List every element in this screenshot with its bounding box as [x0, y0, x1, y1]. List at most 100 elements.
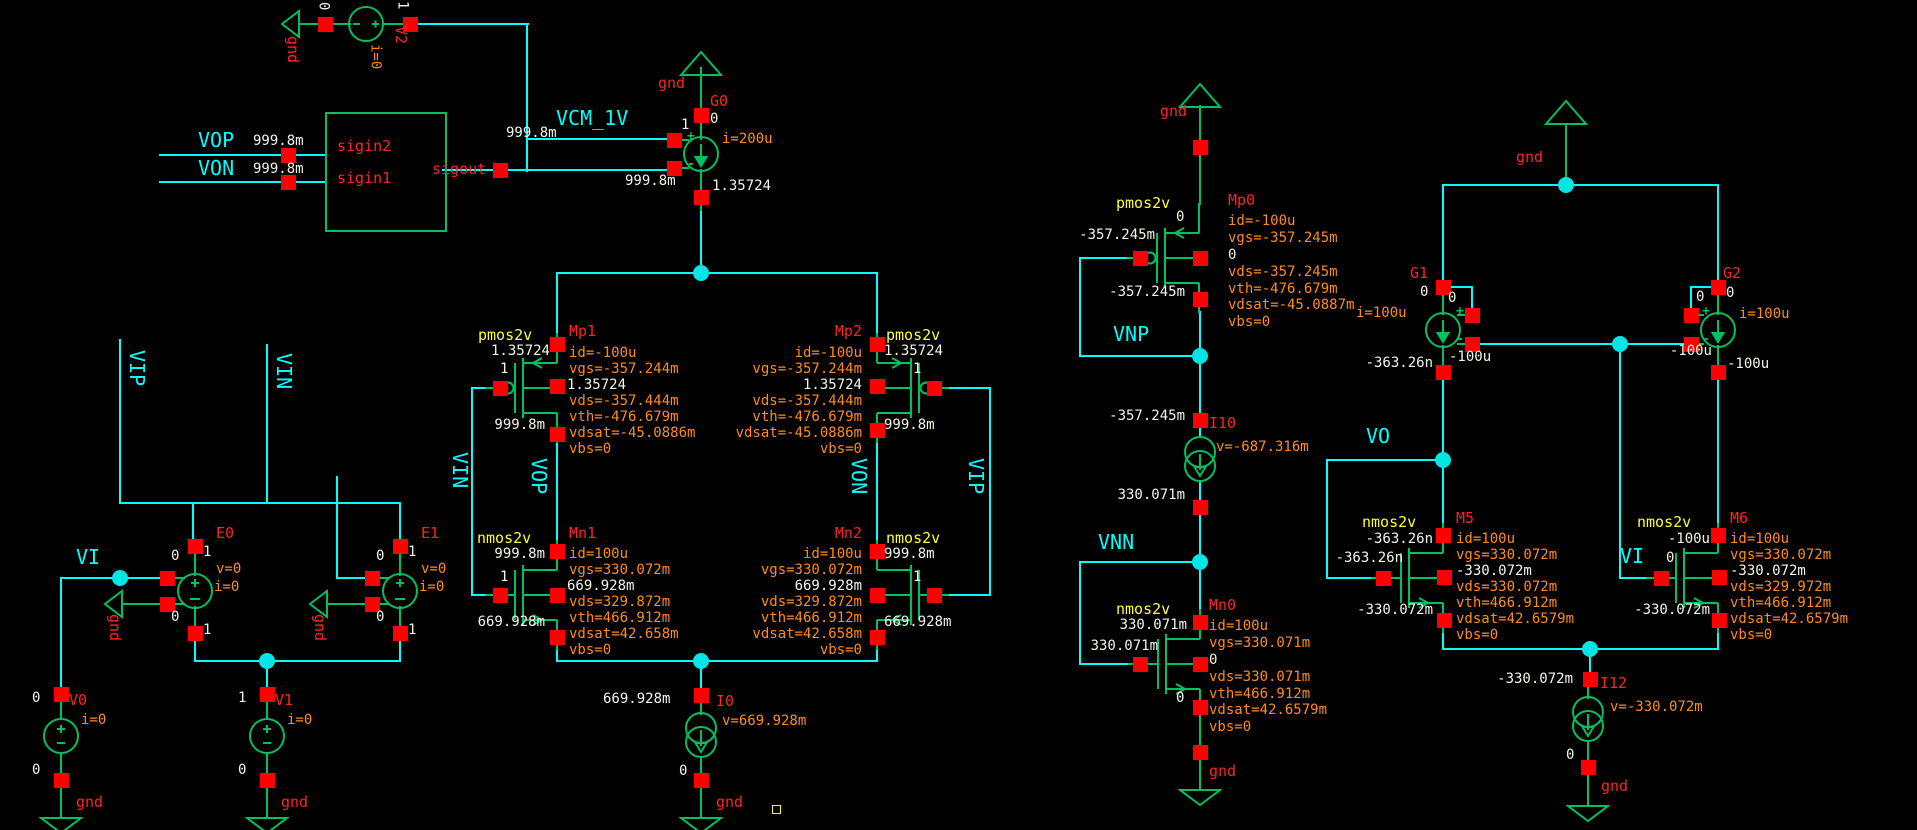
wire-segment[interactable] [399, 502, 401, 542]
wire-segment[interactable] [60, 693, 62, 720]
net-label-vin[interactable]: VIN [448, 452, 472, 489]
terminal-square[interactable] [1465, 337, 1480, 352]
component-gnd-V1[interactable] [244, 816, 290, 830]
component-G0[interactable] [661, 114, 741, 198]
wire-segment[interactable] [556, 441, 558, 542]
instance-label-g0[interactable]: G0 [710, 92, 729, 110]
terminal-square[interactable] [927, 588, 942, 603]
wire-segment[interactable] [471, 387, 487, 389]
instance-label-m6[interactable]: M6 [1730, 509, 1749, 527]
component-gnd-Mp0[interactable] [1177, 82, 1223, 114]
wire-segment[interactable] [192, 502, 194, 542]
sigin-block[interactable] [325, 112, 447, 232]
terminal-square[interactable] [550, 630, 565, 645]
terminal-square[interactable] [550, 337, 565, 352]
component-G2[interactable] [1678, 290, 1758, 374]
terminal-square[interactable] [365, 571, 380, 586]
gnd-label[interactable]: gnd [281, 793, 309, 811]
wire-segment[interactable] [1690, 286, 1719, 288]
net-label-vo[interactable]: VO [1366, 424, 1391, 448]
terminal-square[interactable] [1684, 308, 1699, 323]
wire-segment[interactable] [1442, 631, 1444, 650]
net-label-vip[interactable]: VIP [964, 458, 988, 495]
gnd-label[interactable]: gnd [658, 74, 686, 92]
terminal-square[interactable] [1711, 365, 1726, 380]
instance-label-i10[interactable]: I10 [1209, 414, 1237, 432]
wire-segment[interactable] [1442, 184, 1719, 186]
component-gnd-E0[interactable] [103, 588, 125, 623]
net-label-von[interactable]: VON [847, 458, 871, 495]
wire-segment[interactable] [326, 603, 390, 605]
instance-label-i12[interactable]: I12 [1600, 674, 1628, 692]
terminal-square[interactable] [160, 571, 175, 586]
wire-segment[interactable] [266, 344, 268, 504]
terminal-square[interactable] [550, 379, 565, 394]
terminal-square[interactable] [1654, 571, 1669, 586]
net-label-vnp[interactable]: VNP [1113, 322, 1150, 346]
wire-segment[interactable] [194, 606, 196, 635]
wire-segment[interactable] [1717, 631, 1719, 650]
wire-segment[interactable] [159, 154, 326, 156]
wire-segment[interactable] [1717, 372, 1719, 525]
wire-segment[interactable] [1079, 355, 1197, 357]
wire-segment[interactable] [556, 272, 558, 335]
component-V2[interactable] [326, 0, 406, 68]
net-label-vi[interactable]: VI [1620, 544, 1645, 568]
terminal-square[interactable] [1193, 140, 1208, 155]
wire-segment[interactable] [700, 660, 702, 697]
wire-segment[interactable] [1442, 345, 1444, 374]
terminal-square[interactable] [1193, 292, 1208, 307]
gnd-label[interactable]: gnd [1160, 102, 1188, 120]
wire-segment[interactable] [1589, 648, 1591, 674]
terminal-square[interactable] [1712, 570, 1727, 585]
gnd-label[interactable]: gnd [283, 36, 302, 64]
component-V1[interactable] [227, 696, 307, 780]
wire-segment[interactable] [159, 181, 326, 183]
net-label-vcm_1v[interactable]: VCM_1V [556, 106, 629, 130]
wire-segment[interactable] [442, 169, 669, 171]
net-label-vop[interactable]: VOP [527, 458, 551, 495]
instance-label-e1[interactable]: E1 [421, 524, 440, 542]
wire-segment[interactable] [1199, 355, 1201, 438]
net-label-vop[interactable]: VOP [198, 128, 235, 152]
terminal-square[interactable] [1583, 672, 1598, 687]
wire-segment[interactable] [60, 577, 62, 690]
gnd-label[interactable]: gnd [1601, 777, 1629, 795]
terminal-square[interactable] [493, 163, 508, 178]
wire-segment[interactable] [471, 387, 473, 596]
wire-segment[interactable] [700, 699, 702, 715]
terminal-square[interactable] [870, 630, 885, 645]
terminal-square[interactable] [1437, 613, 1452, 628]
terminal-square[interactable] [1711, 280, 1726, 295]
terminal-square[interactable] [550, 427, 565, 442]
gnd-label[interactable]: sigout [432, 160, 487, 178]
wire-segment[interactable] [119, 502, 401, 504]
component-I12[interactable] [1548, 680, 1628, 764]
instance-label-g2[interactable]: G2 [1723, 264, 1742, 282]
instance-label-m5[interactable]: M5 [1456, 509, 1475, 527]
terminal-square[interactable] [870, 588, 885, 603]
instance-label-mp0[interactable]: Mp0 [1228, 191, 1256, 209]
gnd-label[interactable]: gnd [105, 614, 124, 642]
wire-segment[interactable] [194, 639, 196, 662]
instance-label-mn2[interactable]: Mn2 [834, 524, 862, 542]
wire-segment[interactable] [1079, 257, 1081, 357]
wire-segment[interactable] [1442, 459, 1444, 525]
terminal-square[interactable] [667, 133, 682, 148]
instance-label-e0[interactable]: E0 [216, 524, 235, 542]
terminal-square[interactable] [188, 539, 203, 554]
component-E0[interactable] [155, 551, 235, 635]
wire-segment[interactable] [1079, 257, 1128, 259]
wire-segment[interactable] [1565, 125, 1567, 187]
terminal-square[interactable] [281, 148, 296, 163]
wire-segment[interactable] [336, 476, 338, 579]
wire-segment[interactable] [1690, 286, 1692, 310]
wire-segment[interactable] [1587, 679, 1589, 699]
component-V0[interactable] [21, 696, 101, 780]
instance-label-v1[interactable]: V1 [275, 691, 294, 709]
terminal-square[interactable] [870, 423, 885, 438]
wire-segment[interactable] [1079, 561, 1201, 563]
terminal-square[interactable] [550, 544, 565, 559]
terminal-square[interactable] [1581, 760, 1596, 775]
component-gnd-Mn0[interactable] [1177, 788, 1223, 812]
